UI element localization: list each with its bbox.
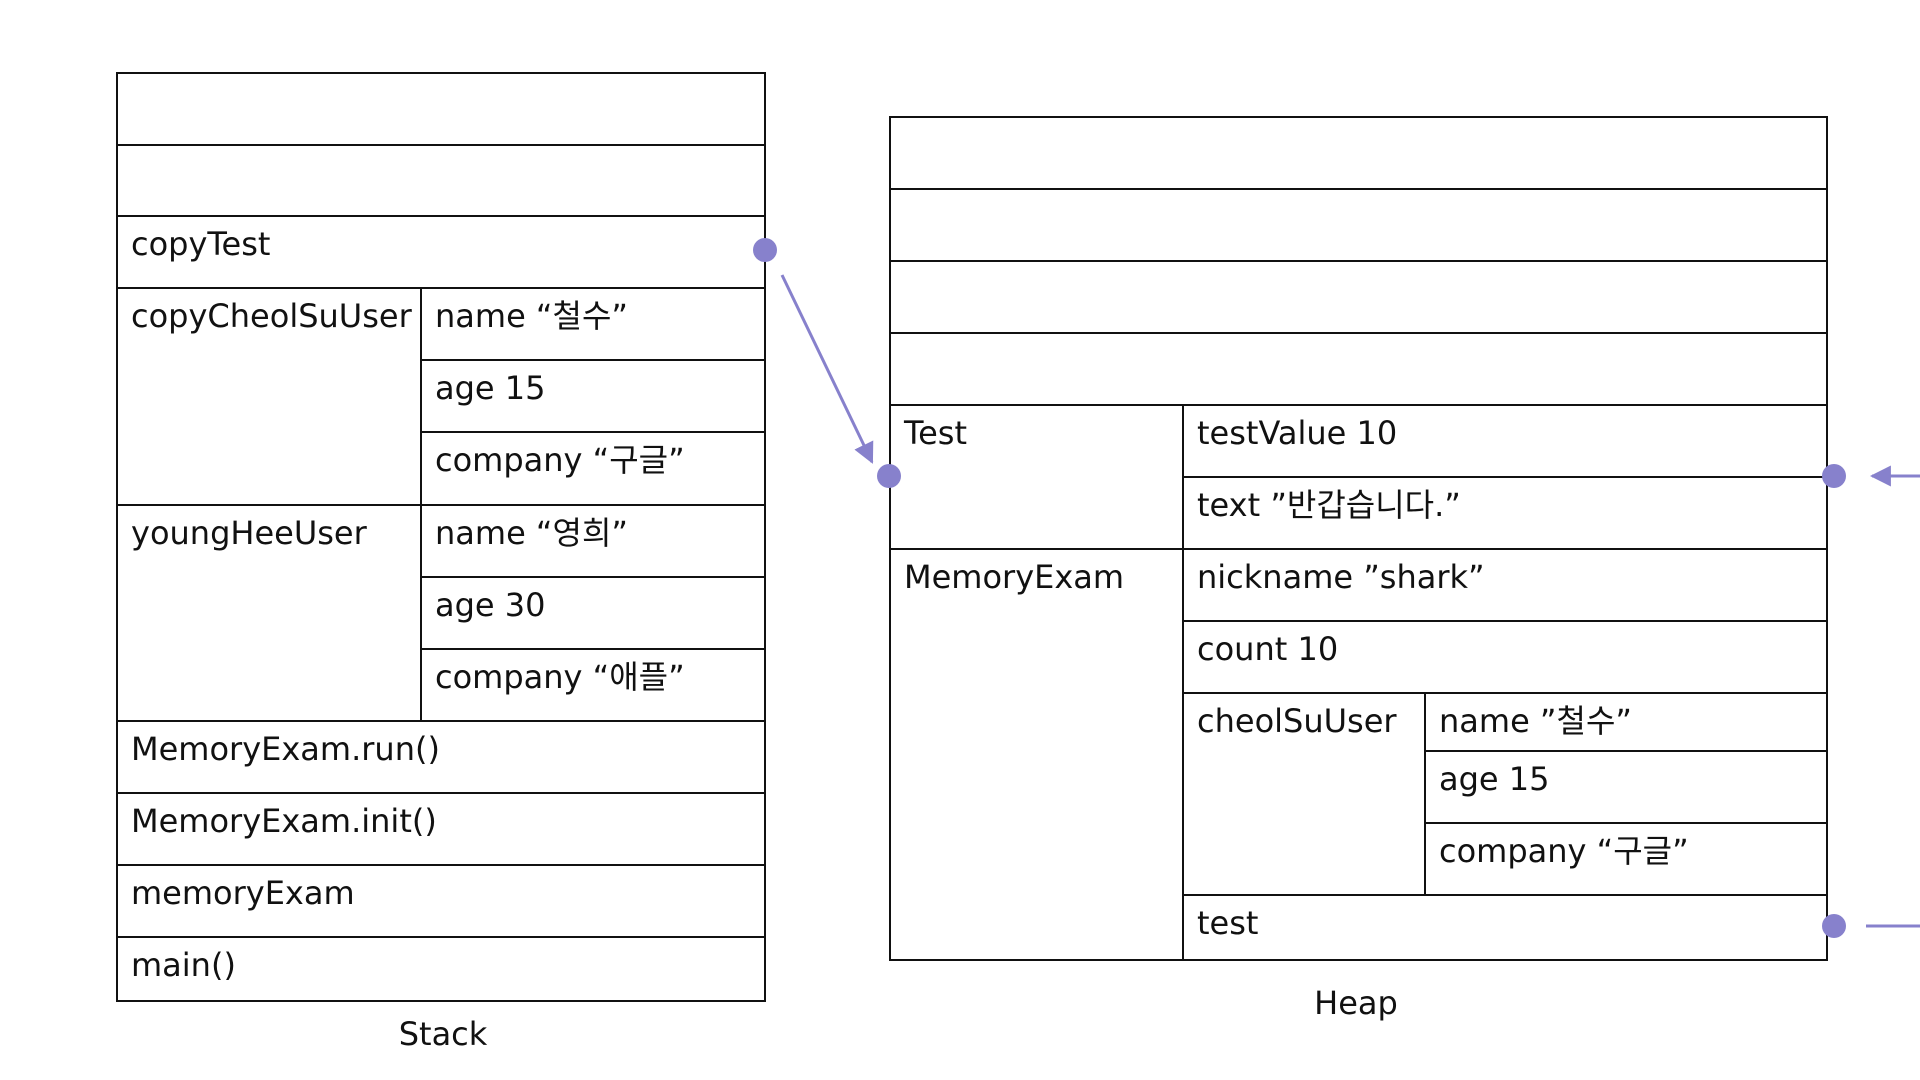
stack-caption: Stack xyxy=(398,1015,488,1053)
heap-test-label: Test xyxy=(904,414,968,452)
heap-cheolsuuser-field-age: age 15 xyxy=(1439,760,1550,798)
heap-cheolsuuser-field-name: name ”철수” xyxy=(1439,702,1632,740)
stack-field-younghee-name: name “영희” xyxy=(435,514,628,552)
heap-memoryexam-label: MemoryExam xyxy=(904,558,1125,596)
stack-row-memoryexam-init: MemoryExam.init() xyxy=(131,802,437,840)
stack-field-copycheolsu-age: age 15 xyxy=(435,369,546,407)
heap-memoryexam-field-nickname: nickname ”shark” xyxy=(1197,558,1485,596)
stack-field-younghee-company: company “애플” xyxy=(435,658,685,696)
heap-test-field-text: text ”반갑습니다.” xyxy=(1197,486,1461,524)
heap-table xyxy=(889,116,1828,961)
heap-caption: Heap xyxy=(1314,984,1398,1022)
stack-table xyxy=(116,72,766,1002)
stack-row-copytest: copyTest xyxy=(131,225,271,263)
stack-row-copycheolsuuser: copyCheolSuUser xyxy=(131,297,412,335)
stack-row-memoryexam-run: MemoryExam.run() xyxy=(131,730,440,768)
reference-arrow-test xyxy=(1822,464,1920,938)
reference-arrow-copytest xyxy=(753,238,901,488)
heap-cheolsuuser-field-company: company “구글” xyxy=(1439,832,1689,870)
stack-field-copycheolsu-company: company “구글” xyxy=(435,441,685,479)
stack-row-main: main() xyxy=(131,946,236,984)
heap-test-field-testvalue: testValue 10 xyxy=(1197,414,1398,452)
stack-row-memoryexam: memoryExam xyxy=(131,874,355,912)
heap-memoryexam-field-test: test xyxy=(1197,904,1259,942)
stack-row-youngheeuser: youngHeeUser xyxy=(131,514,367,552)
heap-cheolsuuser-label: cheolSuUser xyxy=(1197,702,1397,740)
heap-memoryexam-field-count: count 10 xyxy=(1197,630,1339,668)
stack-field-younghee-age: age 30 xyxy=(435,586,546,624)
stack-field-copycheolsu-name: name “철수” xyxy=(435,297,628,335)
